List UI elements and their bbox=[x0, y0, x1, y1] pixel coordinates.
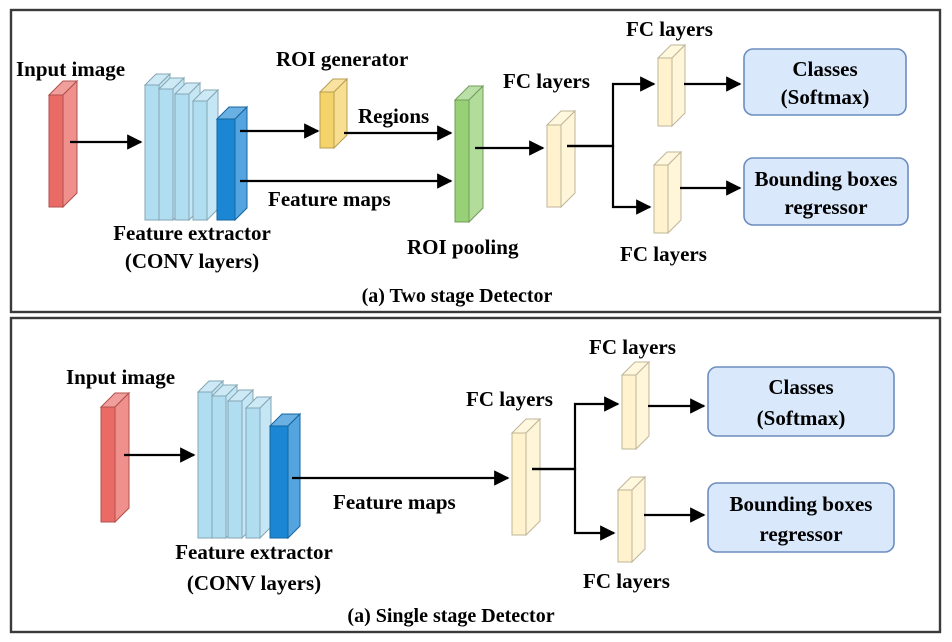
single-stage-fc-main-label: FC layers bbox=[466, 387, 553, 411]
two-stage-caption: (a) Two stage Detector bbox=[362, 285, 553, 307]
two-stage-feature-maps-label: Feature maps bbox=[268, 187, 391, 211]
two-stage-fc-bottom-label: FC layers bbox=[620, 242, 707, 266]
two-stage-conv-stack-layer-last bbox=[215, 105, 249, 222]
two-stage-conv-stack bbox=[143, 72, 249, 222]
two-stage-fc-top-slab bbox=[656, 43, 687, 128]
two-stage-fc-main-slab bbox=[545, 109, 577, 209]
single-stage-classes-line2: (Softmax) bbox=[757, 406, 846, 430]
two-stage-bbox-box-rect bbox=[743, 157, 909, 226]
two-stage-roi-generator bbox=[318, 77, 349, 150]
single-stage-bbox-line2: regressor bbox=[759, 522, 842, 546]
two-stage-arrow-fc-to-bottom bbox=[567, 144, 652, 215]
single-stage-bbox-box: Bounding boxes regressor bbox=[707, 482, 895, 553]
single-stage-arrow-fc-to-bottom bbox=[532, 467, 616, 541]
single-stage-classes-box-rect bbox=[707, 366, 895, 437]
two-stage-conv-stack-layer-4 bbox=[191, 88, 220, 222]
two-stage-regions-label: Regions bbox=[358, 104, 429, 128]
two-stage-bbox-line1: Bounding boxes bbox=[755, 167, 898, 191]
single-stage-input-layer bbox=[99, 391, 131, 524]
single-stage-input-label: Input image bbox=[66, 365, 175, 389]
single-stage-fc-bottom-slab bbox=[616, 475, 647, 564]
single-stage-conv-stack-layer-4 bbox=[244, 395, 273, 540]
two-stage-extractor-label-line2: (CONV layers) bbox=[125, 249, 259, 273]
two-stage-roi-pooling bbox=[453, 84, 485, 224]
single-stage-panel: Input image Feature extractor (CONV laye… bbox=[9, 316, 942, 634]
single-stage-fc-top-label: FC layers bbox=[589, 335, 676, 359]
single-stage-conv-stack-layer-last bbox=[268, 412, 302, 540]
two-stage-fc-top bbox=[656, 43, 687, 128]
two-stage-input-label: Input image bbox=[16, 57, 125, 81]
two-stage-classes-box-rect bbox=[743, 48, 907, 116]
single-stage-bbox-box-rect bbox=[707, 482, 895, 553]
single-stage-fc-main bbox=[510, 417, 542, 537]
two-stage-fc-bottom-slab bbox=[652, 150, 683, 235]
two-stage-input-layer bbox=[47, 79, 79, 209]
single-stage-extractor-label-line1: Feature extractor bbox=[175, 540, 333, 564]
two-stage-roi-generator-label: ROI generator bbox=[276, 47, 408, 71]
two-stage-roi-pooling-label: ROI pooling bbox=[407, 235, 519, 259]
single-stage-caption: (a) Single stage Detector bbox=[347, 605, 554, 627]
single-stage-classes-line1: Classes bbox=[768, 375, 833, 399]
two-stage-fc-bottom bbox=[652, 150, 683, 235]
single-stage-fc-bottom-label: FC layers bbox=[583, 569, 670, 593]
two-stage-classes-line1: Classes bbox=[792, 57, 857, 81]
two-stage-roi-generator-slab bbox=[318, 77, 349, 150]
single-stage-classes-box: Classes (Softmax) bbox=[707, 366, 895, 437]
two-stage-fc-main bbox=[545, 109, 577, 209]
single-stage-fc-top-slab bbox=[620, 360, 651, 451]
two-stage-extractor-label-line1: Feature extractor bbox=[113, 221, 271, 245]
single-stage-conv-stack bbox=[196, 379, 302, 540]
single-stage-bbox-line1: Bounding boxes bbox=[730, 492, 873, 516]
two-stage-panel: Input image Feature extractor (CONV laye… bbox=[9, 8, 942, 314]
single-stage-feature-maps-label: Feature maps bbox=[333, 490, 456, 514]
single-stage-input-layer-slab bbox=[99, 391, 131, 524]
single-stage-fc-main-slab bbox=[510, 417, 542, 537]
single-stage-fc-bottom bbox=[616, 475, 647, 564]
two-stage-input-layer-slab bbox=[47, 79, 79, 209]
two-stage-roi-pooling-slab bbox=[453, 84, 485, 224]
two-stage-classes-line2: (Softmax) bbox=[781, 85, 870, 109]
two-stage-classes-box: Classes (Softmax) bbox=[743, 48, 907, 116]
two-stage-bbox-box: Bounding boxes regressor bbox=[743, 157, 909, 226]
two-stage-fc-main-label: FC layers bbox=[503, 69, 590, 93]
single-stage-fc-top bbox=[620, 360, 651, 451]
single-stage-extractor-label-line2: (CONV layers) bbox=[187, 571, 321, 595]
two-stage-fc-top-label: FC layers bbox=[626, 17, 713, 41]
two-stage-bbox-line2: regressor bbox=[784, 195, 867, 219]
